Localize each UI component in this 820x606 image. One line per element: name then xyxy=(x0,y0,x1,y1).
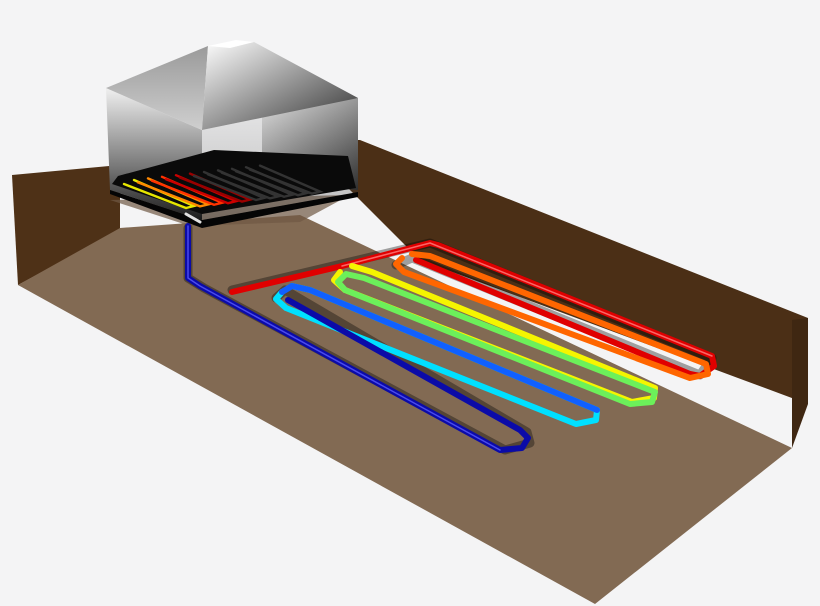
house xyxy=(106,40,358,228)
floor-coil-segment xyxy=(248,164,324,195)
house-roof-right xyxy=(202,42,358,130)
pipe-loop-green xyxy=(335,271,658,407)
pipe-network xyxy=(183,223,717,455)
house-roof-left xyxy=(106,46,208,130)
pipe-loop-orange xyxy=(393,251,711,381)
ground-floor xyxy=(18,215,792,604)
underfloor-heating-coils xyxy=(122,164,324,224)
right-wall xyxy=(792,318,808,448)
return-pipe-highlight xyxy=(187,225,501,451)
left-wall xyxy=(12,165,120,285)
house-roof-peak xyxy=(208,40,254,48)
pipe-loop-blue xyxy=(279,283,600,413)
supply-pipe-highlight xyxy=(341,242,713,357)
house-floor-slab xyxy=(110,190,358,228)
back-wall xyxy=(300,140,808,404)
floor-coil-inlet xyxy=(184,212,202,224)
